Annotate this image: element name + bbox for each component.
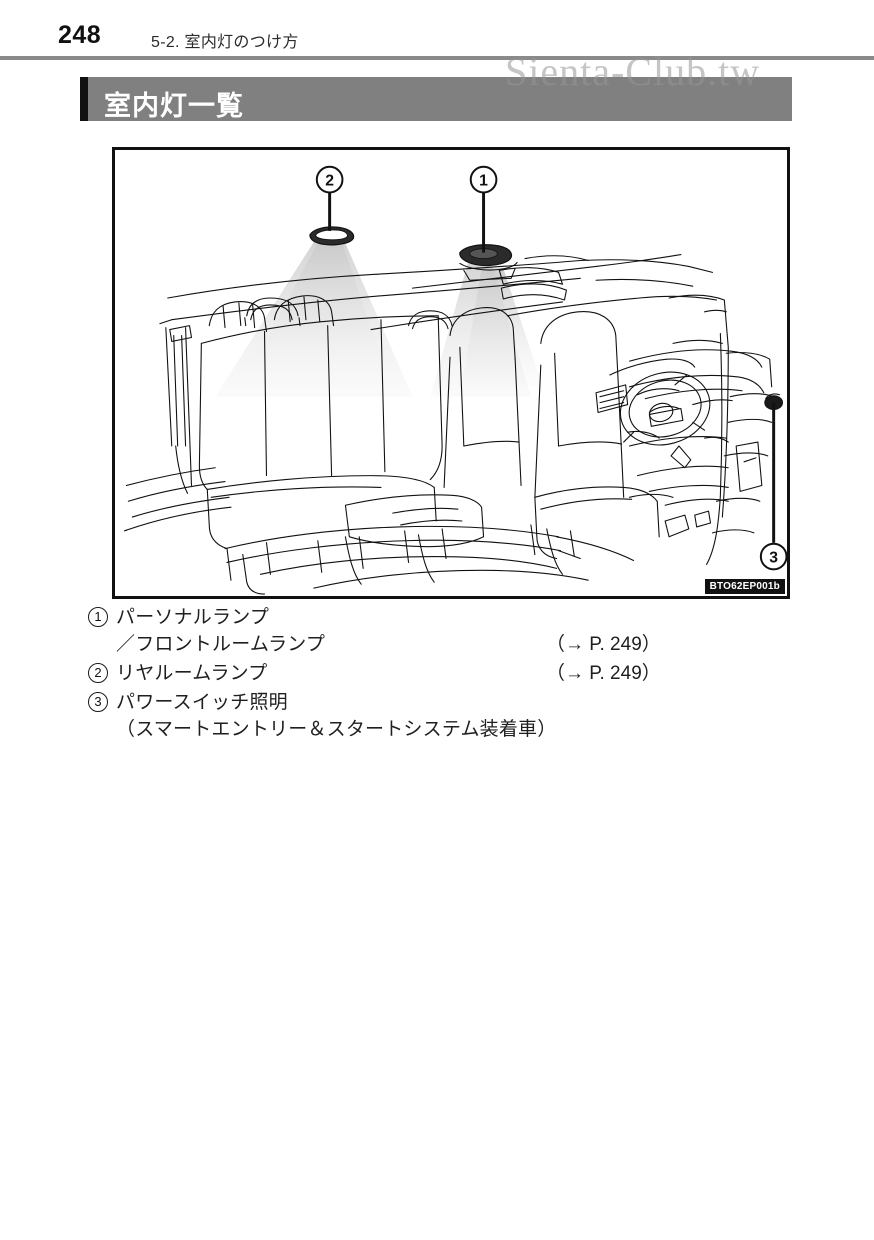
callout-3: 3 <box>759 402 787 571</box>
page-header: 248 5-2. 室内灯のつけ方 <box>0 0 874 60</box>
figure-frame: 2 1 3 BTO62EP001b <box>112 147 790 599</box>
svg-text:2: 2 <box>325 173 334 190</box>
breadcrumb: 5-2. 室内灯のつけ方 <box>151 34 299 51</box>
list-item[interactable]: 2 リヤルームランプ （→ P. 249） <box>88 660 788 687</box>
figure-code-label: BTO62EP001b <box>704 579 785 594</box>
page-reference-link[interactable]: （→ P. 249） <box>546 634 661 655</box>
light-cone-front <box>430 256 543 397</box>
page-number: 248 <box>58 21 102 49</box>
list-item[interactable]: 3 パワースイッチ照明 （スマートエントリー＆スタートシステム装着車） <box>88 689 788 743</box>
list-item[interactable]: 1 パーソナルランプ ／フロントルームランプ （→ P. 249） <box>88 604 788 658</box>
svg-text:3: 3 <box>769 549 778 566</box>
svg-text:1: 1 <box>479 173 488 190</box>
legend-line: ／フロントルームランプ <box>116 634 326 655</box>
interior-line-art <box>123 226 784 595</box>
page-reference-link[interactable]: （→ P. 249） <box>546 663 661 684</box>
legend-body-3: パワースイッチ照明 （スマートエントリー＆スタートシステム装着車） <box>116 689 788 743</box>
legend-body-2: リヤルームランプ （→ P. 249） <box>116 660 788 687</box>
legend-marker-1: 1 <box>88 607 108 627</box>
legend-body-1: パーソナルランプ ／フロントルームランプ （→ P. 249） <box>116 604 788 658</box>
legend-line: リヤルームランプ <box>116 663 268 684</box>
section-title-bar: 室内灯一覧 <box>80 77 792 121</box>
legend-line: パーソナルランプ <box>116 607 270 628</box>
legend-list: 1 パーソナルランプ ／フロントルームランプ （→ P. 249） 2 リヤルー… <box>88 604 788 745</box>
legend-line: （スマートエントリー＆スタートシステム装着車） <box>116 719 557 740</box>
legend-marker-2: 2 <box>88 663 108 683</box>
callout-2: 2 <box>315 165 344 231</box>
vehicle-interior-illustration: 2 1 3 <box>123 165 787 595</box>
page-title: 室内灯一覧 <box>104 91 244 121</box>
legend-line: パワースイッチ照明 <box>116 692 288 713</box>
callout-1: 1 <box>469 165 498 253</box>
legend-marker-3: 3 <box>88 692 108 712</box>
header-divider <box>0 56 874 60</box>
